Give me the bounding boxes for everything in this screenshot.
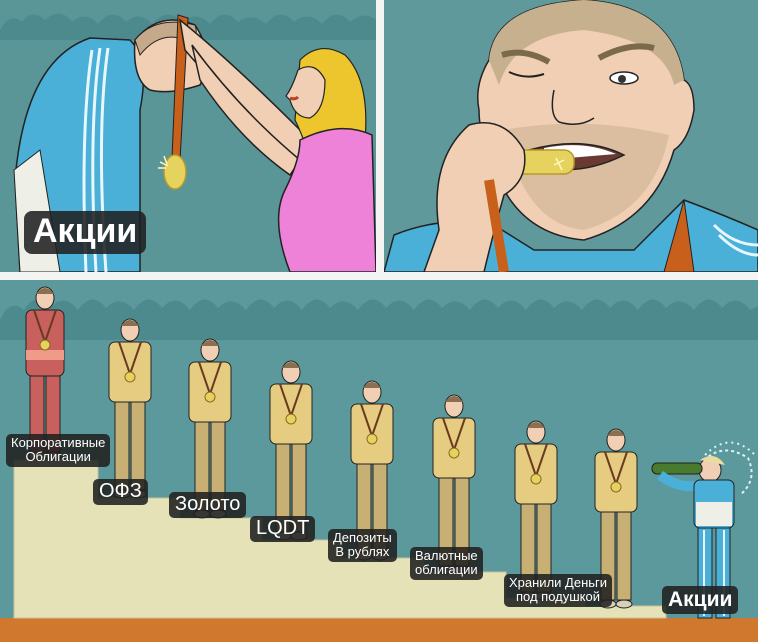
label-line: Корпоративные: [11, 435, 106, 450]
athlete-1: [25, 286, 65, 461]
panel-biting-medal: [384, 0, 758, 272]
label-line: Облигации: [25, 449, 91, 465]
label-stocks-winner: Акции: [662, 586, 739, 615]
label-lqdt: LQDT: [250, 516, 316, 542]
label-currency-bonds: Валютные облигации: [410, 547, 483, 580]
podium-illustration: [0, 286, 758, 642]
label-line: под подушкой: [516, 589, 601, 605]
label-corporate-bonds: Корпоративные Облигации: [6, 434, 111, 467]
athlete-2: [108, 318, 152, 499]
label-cash-under-pillow: Хранили Деньги под подушкой: [504, 574, 613, 607]
label-gold: Золото: [169, 492, 247, 518]
athlete-6: [432, 394, 476, 575]
label-line: Валютные: [415, 548, 478, 563]
biting-medal-illustration: [384, 0, 758, 272]
panel-podium-ranking: Корпоративные Облигации ОФЗ Золото LQDT …: [0, 280, 758, 642]
label-line: В рублях: [335, 544, 390, 560]
athlete-4: [269, 360, 313, 541]
label-line: облигации: [415, 562, 478, 578]
label-ruble-deposits: Депозиты В рублях: [328, 529, 397, 562]
label-line: Депозиты: [333, 530, 392, 545]
panel-medal-ceremony: Акции: [0, 0, 376, 272]
caption-label-stocks: Акции: [24, 211, 147, 255]
label-ofz: ОФЗ: [93, 479, 148, 505]
label-line: Хранили Деньги: [509, 575, 608, 590]
